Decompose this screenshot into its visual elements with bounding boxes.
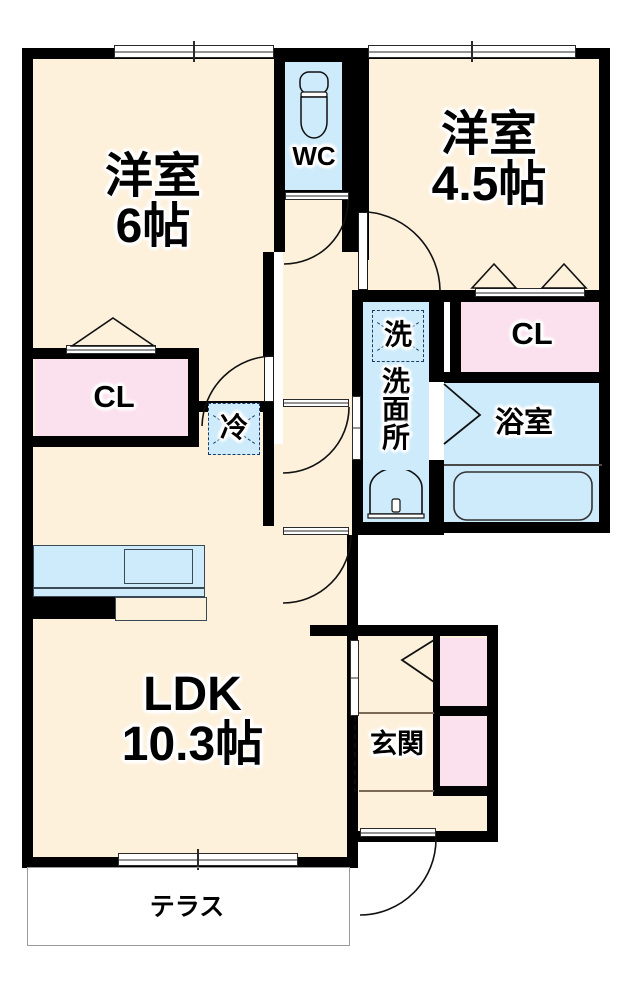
label-washroom-c1: 洗: [381, 366, 410, 397]
ldk-corridor-door-face[interactable]: [283, 527, 349, 535]
closet-rod-triangle-right-a: [470, 262, 518, 289]
label-wc: WC: [292, 141, 336, 171]
wall-washroom-bottom: [352, 524, 444, 535]
wc-door-face[interactable]: [285, 192, 349, 200]
wall-ldk-corridor-right: [347, 535, 358, 636]
bedroom45-door-leaf[interactable]: [358, 212, 368, 290]
label-washitsu6: 洋室 6帖: [58, 150, 248, 254]
label-fridge: 冷: [219, 412, 248, 443]
label-cl-right: CL: [511, 316, 553, 351]
outer-wall-left: [22, 48, 33, 868]
window-ldk-bottom: [118, 853, 298, 866]
window-mullion-bedroom45: [471, 41, 473, 62]
closet-fill-left: [35, 356, 193, 440]
label-washroom-c3: 所: [381, 422, 410, 453]
wall-genkan-closet-left-upper: [433, 636, 440, 710]
corridor-mid-door-swing-arc: [282, 406, 350, 474]
closet-fill-genkan-upper: [440, 638, 488, 708]
bathtub-fixture: [453, 471, 593, 521]
outer-wall-genkan-top: [358, 625, 498, 636]
bath-folding-door-chevron[interactable]: [442, 382, 482, 448]
room-floor-washitsu45: [358, 54, 601, 290]
closet-fill-right: [461, 300, 601, 376]
kitchen-counter-front-edge: [33, 588, 205, 597]
genkan-step-line-upper: [359, 712, 434, 714]
label-ldk-line1: LDK: [143, 668, 242, 721]
wall-closet-right-bottom: [444, 372, 610, 383]
terrace-outline: [27, 867, 350, 946]
label-bath: 浴室: [494, 407, 553, 439]
label-washroom: 洗 面 所: [378, 368, 414, 452]
closet-right-door-face[interactable]: [475, 288, 585, 297]
genkan-ldk-sliding-door[interactable]: [350, 640, 359, 716]
bathtub-divider: [444, 464, 602, 466]
wall-genkan-closet-bottom: [433, 786, 498, 796]
kitchen-sink-basin: [124, 549, 193, 584]
label-ldk: LDK 10.3帖: [85, 668, 300, 772]
bedroom45-door-swing-arc: [367, 211, 441, 291]
wall-genkan-closet-mid: [433, 706, 498, 716]
label-washitsu6-line1: 洋室: [104, 150, 201, 203]
label-washitsu6-line2: 6帖: [115, 200, 191, 254]
label-washroom-c2: 面: [381, 394, 410, 425]
wall-right-bedroom-left: [358, 48, 369, 260]
kitchen-lower-cabinet: [115, 597, 207, 621]
wall-genkan-closet-left-lower: [433, 716, 440, 790]
closet-rod-triangle-right-b: [540, 262, 588, 289]
room-floor-washitsu6: [28, 54, 274, 354]
label-washer: 洗: [383, 319, 412, 350]
wall-closet-left-right: [188, 348, 199, 444]
washer-space-box: [372, 310, 424, 362]
wc-door-swing-arc: [283, 199, 349, 265]
label-washitsu45: 洋室 4.5帖: [394, 108, 584, 212]
closet-rod-triangle-left: [70, 317, 156, 347]
window-mullion-ldk: [197, 849, 199, 870]
wall-wc-left: [274, 48, 285, 252]
outer-wall-ldk-right-lower: [347, 625, 358, 868]
window-mullion-bedroom6: [193, 41, 195, 62]
wall-ldk-kitchen-stub: [33, 597, 115, 619]
label-terrace: テラス: [149, 893, 225, 921]
outer-wall-genkan-right: [487, 625, 498, 842]
ldk-corridor-door-swing-arc: [282, 534, 352, 604]
wall-corridor-bottom: [310, 625, 358, 636]
label-ldk-line2: 10.3帖: [121, 718, 264, 772]
wall-closet-right-left: [450, 290, 461, 382]
wall-left-corridor-lower: [263, 401, 274, 526]
label-genkan: 玄関: [370, 729, 424, 759]
washroom-door-face[interactable]: [352, 396, 361, 460]
toilet-fixture: [299, 71, 329, 139]
label-washitsu45-line1: 洋室: [440, 108, 537, 161]
genkan-entrance-door-swing-arc: [359, 838, 437, 916]
label-cl-left: CL: [93, 379, 135, 414]
wall-washroom-right-lower: [429, 460, 444, 535]
wall-left-bedroom-right-upper: [263, 252, 274, 356]
wall-closet-left-bottom: [28, 436, 199, 447]
genkan-step-line-lower: [359, 790, 434, 792]
fridge-space-box: [208, 403, 260, 455]
wall-bath-bottom: [358, 522, 610, 533]
genkan-entrance-door-face[interactable]: [360, 828, 436, 837]
bedroom6-door-swing-arc: [201, 355, 275, 427]
wall-wc-right: [342, 48, 358, 252]
genkan-folding-door-chevron[interactable]: [398, 638, 436, 686]
wall-washroom-right-upper: [429, 290, 444, 382]
vanity-fixture: [367, 470, 425, 519]
closet-fill-genkan-lower: [440, 714, 488, 790]
label-washitsu45-line2: 4.5帖: [431, 158, 547, 212]
outer-wall-top-wc: [274, 48, 358, 62]
genkan-ldk-door-rail: [354, 716, 356, 792]
corridor-mid-door-face[interactable]: [283, 399, 349, 407]
